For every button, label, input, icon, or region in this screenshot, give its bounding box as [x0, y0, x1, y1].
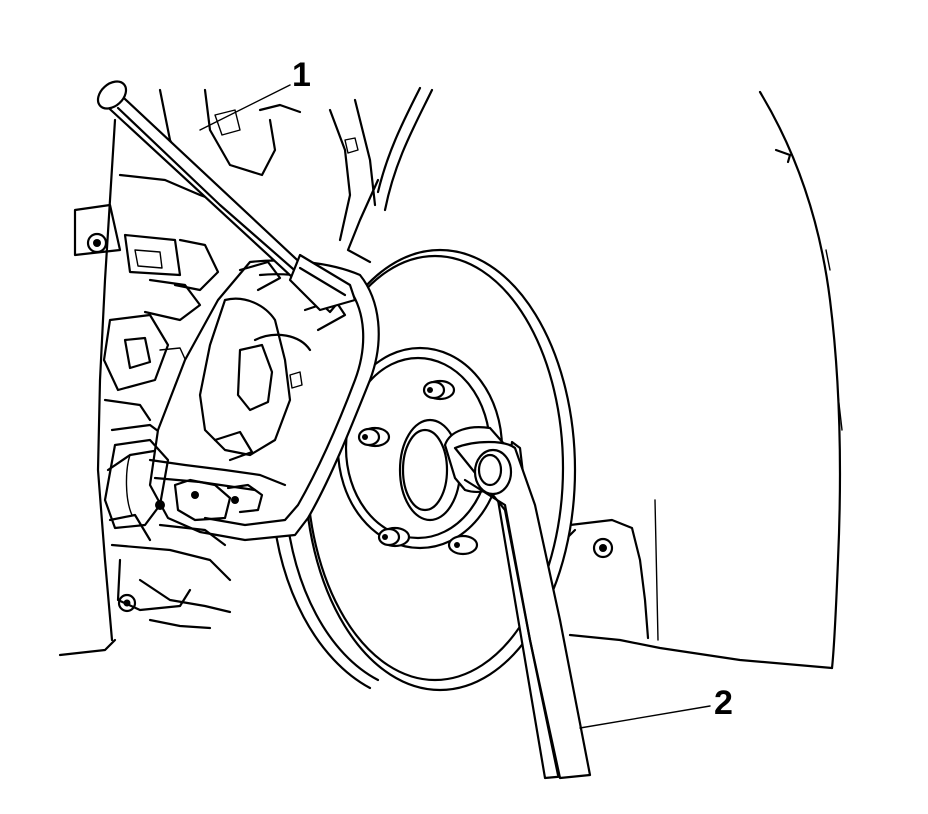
callout-label-2: 2	[714, 684, 733, 722]
callout-label-1: 1	[292, 56, 311, 94]
wheel-stud	[422, 379, 456, 401]
wheel-stud	[357, 426, 391, 448]
leader-line-1	[199, 84, 291, 131]
wheel-studs	[357, 379, 479, 556]
wheel-stud	[377, 526, 411, 548]
wrench	[443, 426, 592, 780]
pry-bar	[96, 80, 357, 314]
wheel-well-liner	[376, 86, 843, 670]
callout-1: 1	[199, 56, 311, 131]
leader-line-2	[579, 705, 711, 729]
wheel-stud	[447, 534, 479, 556]
callout-2: 2	[579, 684, 733, 729]
